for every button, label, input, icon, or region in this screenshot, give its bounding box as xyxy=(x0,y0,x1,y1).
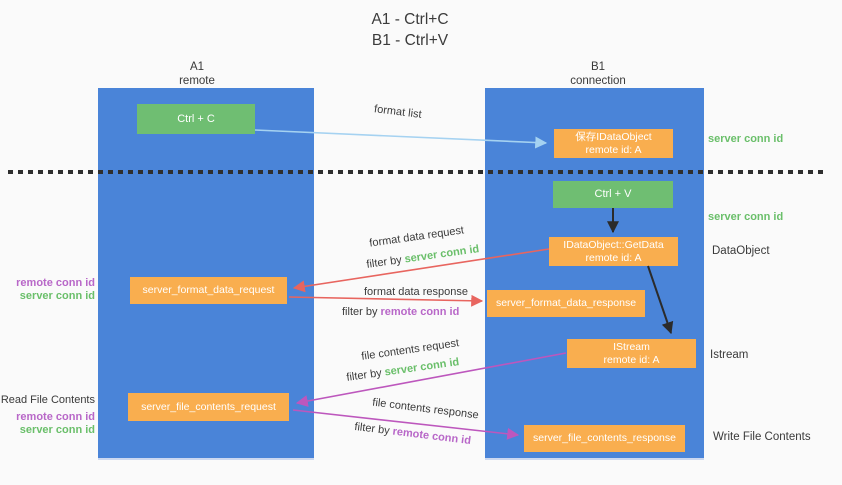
remote-conn-id-annotation-bottom: remote conn id xyxy=(16,411,95,423)
remote-conn-id-annotation-top: remote conn id xyxy=(16,277,95,289)
server-format-data-response-box: server_format_data_response xyxy=(487,290,645,317)
server-file-contents-request-box: server_file_contents_request xyxy=(128,393,289,421)
write-file-contents-annotation: Write File Contents xyxy=(713,431,811,443)
server-format-data-request-label: server_format_data_request xyxy=(142,284,275,296)
lane-left-subtitle: remote xyxy=(179,75,215,87)
filter-by-prefix: filter by xyxy=(345,367,383,384)
lane-right-subtitle: connection xyxy=(570,75,626,87)
filter-remote-conn-id-value: remote conn id xyxy=(380,306,460,318)
dotted-separator-line xyxy=(8,170,828,174)
filter-by-prefix: filter by xyxy=(365,254,403,271)
server-file-contents-response-label: server_file_contents_response xyxy=(532,432,676,444)
server-conn-id-annotation-left-top: server conn id xyxy=(19,290,95,302)
idataobject-getdata-box: IDataObject::GetData remote id: A xyxy=(549,237,678,266)
save-idataobject-box: 保存IDataObject remote id: A xyxy=(554,129,673,158)
ctrl-v-box: Ctrl + V xyxy=(553,181,673,208)
ctrl-c-box: Ctrl + C xyxy=(137,104,255,134)
server-file-contents-request-label: server_file_contents_request xyxy=(141,400,276,413)
istream-line1: IStream xyxy=(613,340,650,353)
filter-server-conn-id-value: server conn id xyxy=(383,356,460,379)
title-line-2: B1 - Ctrl+V xyxy=(371,32,449,49)
istream-box: IStream remote id: A xyxy=(567,339,696,368)
istream-line2: remote id: A xyxy=(603,353,660,366)
lane-left-title: A1 xyxy=(189,61,205,73)
diagram-title: A1 - Ctrl+C B1 - Ctrl+V xyxy=(285,9,535,51)
lane-header-b1-connection: B1 connection xyxy=(538,60,658,88)
idataobject-getdata-line1: IDataObject::GetData xyxy=(563,238,664,251)
filter-remote-conn-id-value: remote conn id xyxy=(391,425,472,448)
save-idataobject-line1: 保存IDataObject xyxy=(575,130,652,143)
save-idataobject-line2: remote id: A xyxy=(585,143,642,156)
format-data-response-arrow-label: format data response xyxy=(364,286,468,298)
filter-server-conn-id-value: server conn id xyxy=(403,243,480,266)
server-conn-id-annotation-top: server conn id xyxy=(708,133,784,145)
format-data-request-arrow-label: format data request xyxy=(368,224,465,250)
dataobject-annotation: DataObject xyxy=(712,245,770,257)
server-conn-id-annotation-left-bottom: server conn id xyxy=(19,424,95,436)
filter-by-prefix: filter by xyxy=(353,420,391,438)
idataobject-getdata-line2: remote id: A xyxy=(585,251,642,264)
server-format-data-request-box: server_format_data_request xyxy=(130,277,287,304)
format-list-arrow-label: format list xyxy=(373,103,423,121)
title-line-1: A1 - Ctrl+C xyxy=(371,11,449,28)
ctrl-c-label: Ctrl + C xyxy=(177,112,215,125)
server-format-data-response-label: server_format_data_response xyxy=(495,297,637,309)
lane-right-title: B1 xyxy=(590,61,606,73)
ctrl-v-label: Ctrl + V xyxy=(594,188,632,200)
filter-by-prefix: filter by xyxy=(342,306,378,318)
file-contents-response-arrow-label: file contents response xyxy=(371,396,480,422)
lane-header-a1-remote: A1 remote xyxy=(137,60,257,88)
server-file-contents-response-box: server_file_contents_response xyxy=(524,425,685,452)
server-conn-id-annotation-mid: server conn id xyxy=(708,211,784,223)
istream-annotation: Istream xyxy=(710,349,749,361)
read-file-contents-annotation: Read File Contents xyxy=(0,394,95,406)
